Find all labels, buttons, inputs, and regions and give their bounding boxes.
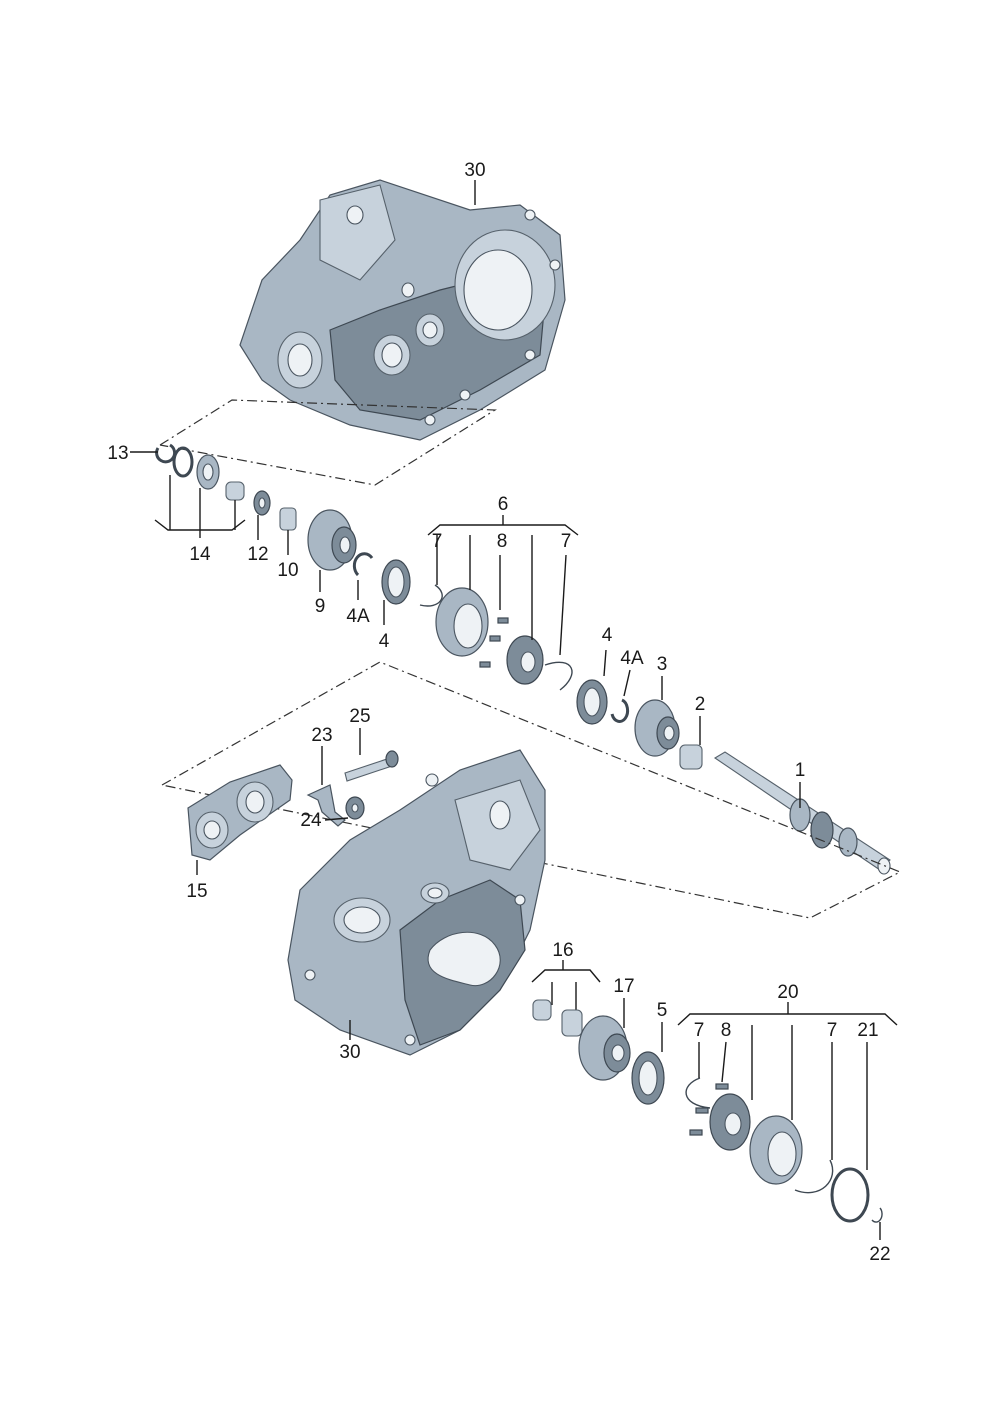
label-22: 22 (869, 1244, 890, 1265)
circlip-21 (830, 1167, 870, 1223)
gear-17 (578, 1015, 631, 1081)
needle-bearing-10 (279, 507, 297, 531)
label-17: 17 (613, 976, 634, 997)
keys-8-lower (689, 1083, 729, 1136)
synchro-hub-20 (709, 1093, 751, 1151)
label-4A-middle: 4A (620, 648, 644, 669)
spring-ring-7-lower-a (685, 1077, 711, 1109)
bolt-25 (344, 750, 399, 782)
label-23: 23 (311, 725, 332, 746)
label-6: 6 (498, 494, 509, 515)
upper-gearbox-housing (239, 179, 566, 441)
label-3: 3 (657, 654, 668, 675)
spring-ring-7-upper (419, 584, 443, 607)
label-13: 13 (107, 443, 128, 464)
label-4-upper: 4 (379, 631, 390, 652)
label-1: 1 (795, 760, 806, 781)
lever-23 (306, 784, 346, 827)
label-7-upper-b: 7 (561, 531, 572, 552)
needle-bearing-2 (679, 744, 703, 770)
circlip-22 (871, 1207, 883, 1223)
alignment-line-upper (159, 399, 497, 486)
label-7-lower-a: 7 (694, 1020, 705, 1041)
label-4A-upper: 4A (346, 606, 370, 627)
bearing-14 (196, 454, 220, 490)
label-14: 14 (189, 544, 211, 565)
alignment-line-lower (161, 661, 902, 919)
label-2: 2 (695, 694, 706, 715)
keys-8-upper (479, 617, 509, 668)
label-8-lower: 8 (721, 1020, 732, 1041)
synchro-ring-4-middle (576, 679, 608, 725)
gear-3 (634, 699, 680, 757)
needle-bearing-16 (561, 1009, 583, 1037)
label-5: 5 (657, 1000, 668, 1021)
label-15: 15 (186, 881, 207, 902)
label-4-middle: 4 (602, 625, 613, 646)
spring-ring-7-lower-b (794, 1159, 834, 1194)
circlip-4A-middle (610, 698, 630, 723)
label-9: 9 (315, 596, 326, 617)
synchro-ring-4-upper (381, 559, 411, 605)
synchro-ring-5 (631, 1051, 665, 1105)
label-24: 24 (300, 810, 322, 831)
sleeve-16 (532, 999, 552, 1021)
cover-plate-15 (187, 764, 293, 861)
circlip-13 (155, 443, 177, 464)
label-21: 21 (857, 1020, 878, 1041)
synchro-sleeve-6 (435, 587, 489, 657)
label-30-bottom: 30 (339, 1042, 360, 1063)
circlip-4A-upper (352, 552, 374, 577)
sleeve-14 (225, 481, 245, 501)
ring-12 (253, 490, 271, 516)
label-8-upper: 8 (497, 531, 508, 552)
label-10: 10 (277, 560, 298, 581)
synchro-sleeve-20 (749, 1115, 803, 1185)
gear-9 (307, 509, 357, 571)
label-7-upper-a: 7 (432, 531, 443, 552)
label-30-top: 30 (464, 160, 485, 181)
shim-ring-14 (172, 446, 194, 478)
washer-24 (345, 796, 365, 820)
spring-ring-7-upper-b (544, 661, 573, 691)
label-16: 16 (552, 940, 573, 961)
label-20: 20 (777, 982, 798, 1003)
label-25: 25 (349, 706, 370, 727)
synchro-hub-6 (506, 635, 544, 685)
label-7-lower-b: 7 (827, 1020, 838, 1041)
label-12: 12 (247, 544, 268, 565)
lower-gearbox-housing (287, 749, 546, 1056)
